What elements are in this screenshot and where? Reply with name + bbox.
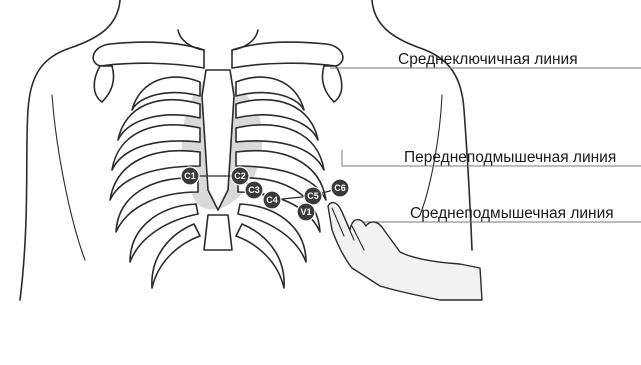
svg-text:V1: V1 (300, 207, 311, 217)
svg-text:C3: C3 (248, 185, 260, 195)
electrode-c4: C4 (263, 191, 281, 209)
spine (204, 215, 232, 250)
electrode-c6: C6 (331, 179, 349, 197)
label-midclavicular-line: Среднеключичная линия (398, 51, 578, 68)
electrode-c3: C3 (245, 181, 263, 199)
svg-text:C5: C5 (307, 191, 319, 201)
label-mid-axillary-line: Среднеподмышечная линия (410, 205, 614, 222)
svg-text:C2: C2 (234, 171, 246, 181)
svg-text:C6: C6 (334, 183, 346, 193)
electrode-c5: C5 (304, 187, 322, 205)
reference-lines (330, 68, 641, 222)
label-anterior-axillary-line: Переднеподмышечная линия (404, 149, 616, 166)
electrode-c2: C2 (231, 167, 249, 185)
svg-text:C1: C1 (184, 171, 196, 181)
svg-text:C4: C4 (266, 195, 278, 205)
electrode-c1: C1 (181, 167, 199, 185)
electrode-v1: V1 (297, 203, 315, 221)
